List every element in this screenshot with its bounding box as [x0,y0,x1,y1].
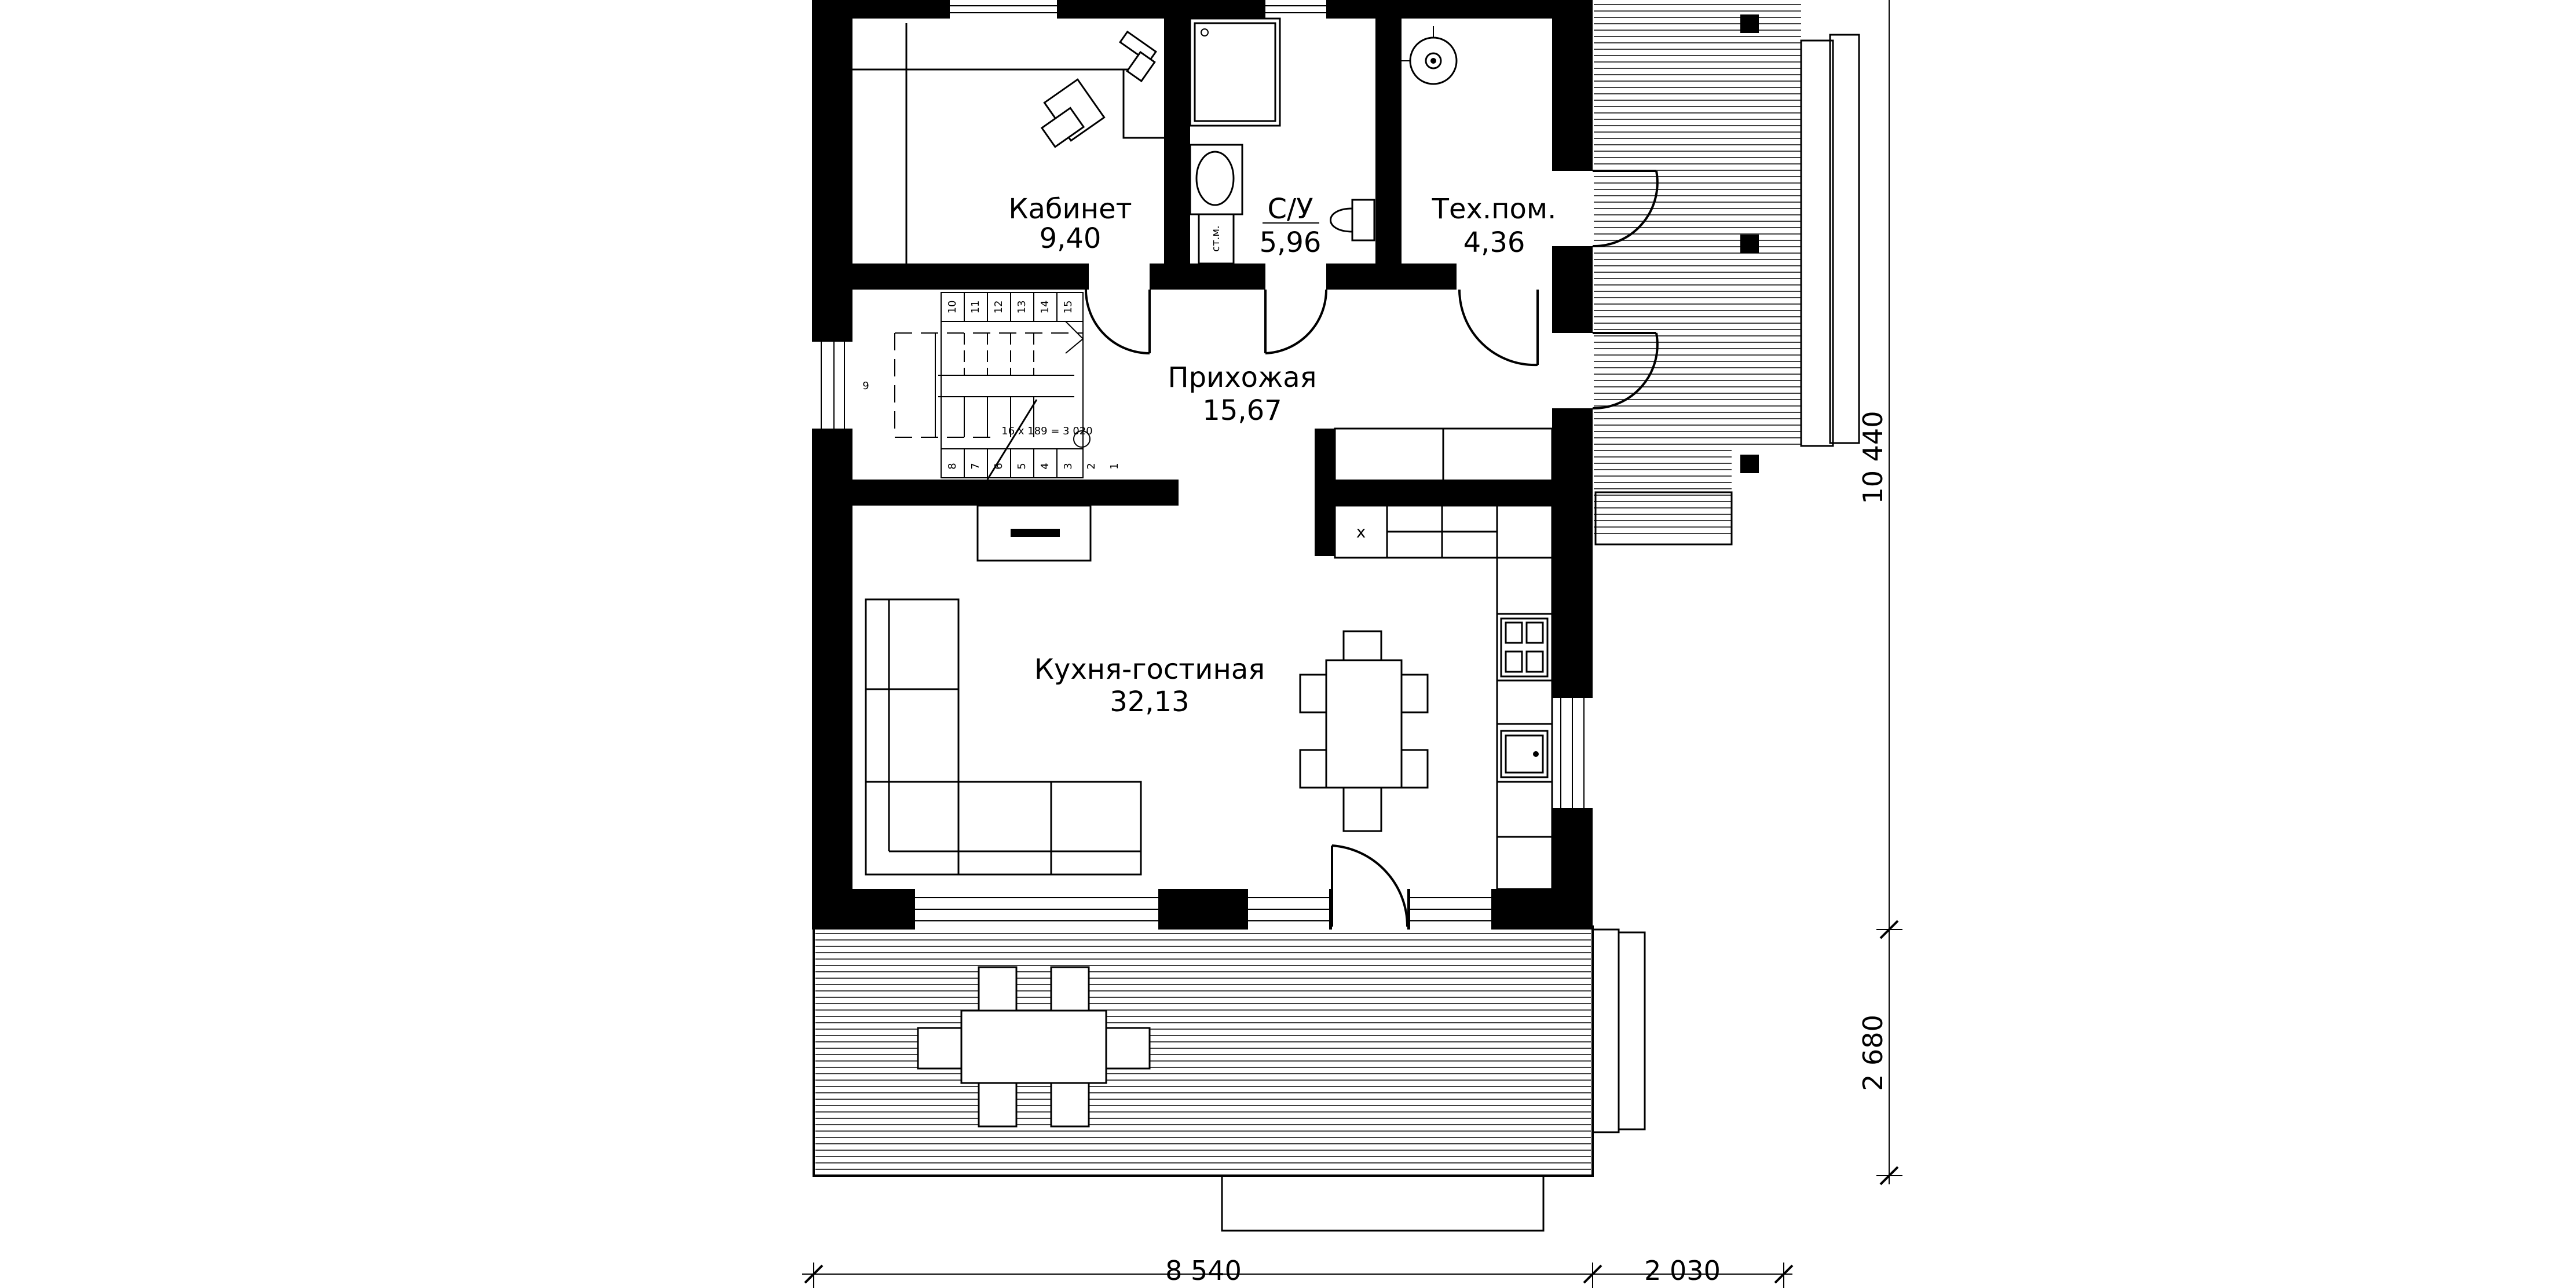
dim-bottom-side: 2 030 [1644,1255,1721,1286]
room-area-office: 9,40 [1040,222,1102,255]
room-area-tech: 4,36 [1463,226,1525,259]
stair-number: 15 [1062,301,1074,314]
sofa [865,598,1142,876]
boiler-icon [1399,26,1458,85]
stair-number: 8 [946,463,958,469]
cooktop-icon [1500,617,1549,678]
stair-number: 14 [1039,301,1051,314]
stair-number: 4 [1039,463,1051,469]
kitchen-units: x [1334,504,1553,890]
stair-landing-number: 9 [862,380,869,392]
staircase: 16 х 189 = 3 020 9 10 11 12 13 14 15 8 7 6 5 4 3 2 1 [862,292,1121,480]
windows [812,0,1593,930]
room-name-tech: Тех.пом. [1432,193,1557,225]
stair-number: 13 [1016,301,1028,314]
room-area-bathroom: 5,96 [1260,226,1322,259]
dim-bottom-main: 8 540 [1165,1255,1242,1286]
room-name-office: Кабинет [1008,193,1132,225]
stair-number: 7 [969,463,982,469]
stair-number: 5 [1016,463,1028,469]
room-name-kitchen: Кухня-гостиная [1034,653,1265,686]
dimensions: 8 540 2 030 10 440 2 680 [802,0,1902,1288]
dim-right-total: 10 440 [1857,411,1889,504]
washer-label: ст.м. [1210,225,1222,251]
office-furniture [852,23,1164,264]
fridge-label: x [1356,522,1366,541]
computer-icon [1119,30,1157,83]
stair-lower-numbers: 8 7 6 5 4 3 2 1 [946,463,1121,469]
room-name-hall: Прихожая [1168,361,1316,394]
terrace-dining-set [917,966,1151,1128]
toilet-icon [1330,199,1375,241]
stair-number: 3 [1062,463,1074,469]
side-porch [1594,4,1860,546]
doors[interactable] [1085,170,1659,930]
stair-formula: 16 х 189 = 3 020 [1001,425,1092,437]
stair-number: 10 [946,301,958,314]
stair-upper-numbers: 10 11 12 13 14 15 [946,301,1074,314]
room-name-bathroom: С/У [1268,193,1313,225]
stair-number: 12 [993,301,1005,314]
office-chair [1040,78,1106,148]
terrace-boards [815,933,1591,1170]
stair-number: 2 [1085,463,1097,469]
bathroom-fixtures: ст.м. [1189,17,1375,265]
dining-set [1299,630,1429,832]
stair-steps [941,292,1083,478]
walls [812,0,1593,930]
terrace [813,925,1646,1232]
dim-right-terrace: 2 680 [1857,1015,1889,1091]
room-labels: Кабинет 9,40 С/У 5,96 Тех.пом. 4,36 Прих… [1008,193,1556,718]
side-porch-boards [1594,4,1801,534]
room-area-hall: 15,67 [1202,394,1282,427]
stair-number: 6 [993,463,1005,469]
room-area-kitchen: 32,13 [1110,686,1189,718]
stair-number: 11 [969,301,982,314]
stair-number: 1 [1108,463,1121,469]
hall-wardrobe [976,427,1553,562]
sink-icon [1500,730,1549,778]
